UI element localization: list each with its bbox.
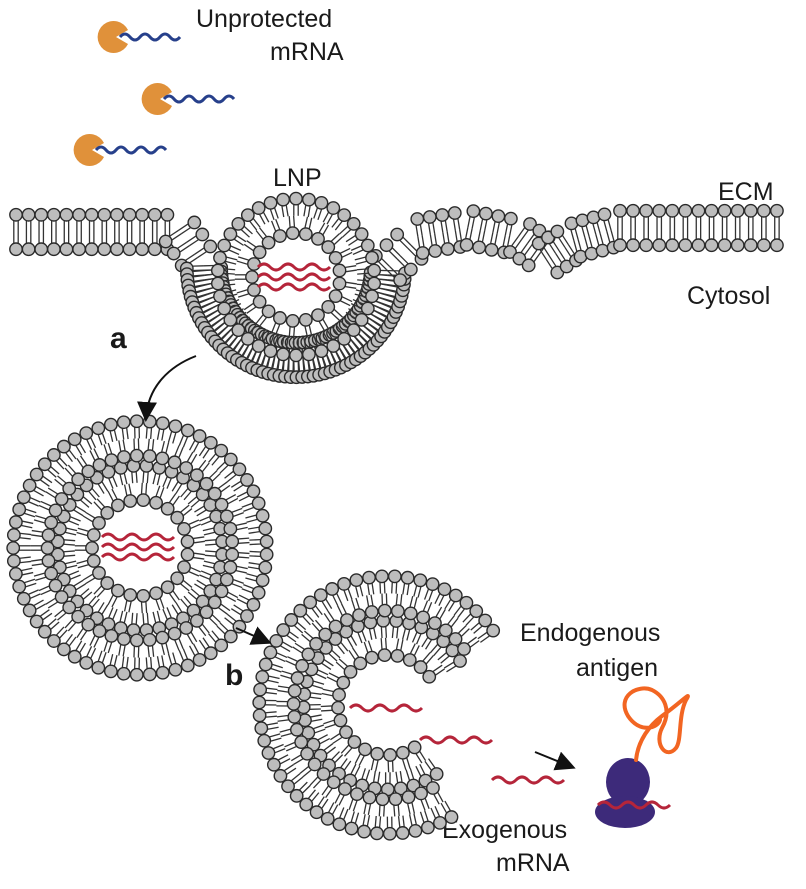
lnp-vesicle — [210, 191, 382, 363]
mrna-strand-icon — [418, 735, 494, 745]
arrow-icon — [137, 355, 197, 422]
unprotected-mrna-group — [73, 21, 236, 166]
mrna-strand-icon — [596, 800, 672, 810]
step-b-label: b — [225, 659, 243, 692]
mrna-strand-icon — [348, 703, 424, 713]
endosome-vesicle — [6, 414, 274, 682]
escaping-endosome — [252, 569, 501, 841]
antigen-coil-icon — [622, 686, 690, 762]
nuclease-icon — [73, 134, 104, 166]
plasma-membrane — [9, 203, 784, 385]
mrna-strand-icon — [118, 32, 182, 42]
nuclease-icon — [97, 21, 128, 53]
released-mrna — [348, 703, 566, 785]
cytosol-label: Cytosol — [687, 282, 770, 310]
unprotected-mrna-label-2: mRNA — [270, 38, 344, 66]
mrna-strand-icon — [256, 262, 332, 272]
mrna-strand-icon — [256, 272, 332, 282]
exogenous-mrna-label-2: mRNA — [496, 849, 570, 877]
ribosome-icon — [595, 758, 655, 828]
endosome-mrna-cargo — [100, 532, 176, 562]
mrna-strand-icon — [256, 282, 332, 292]
arrow-icon — [235, 626, 272, 645]
arrow-icon — [534, 751, 576, 771]
mrna-strand-icon — [100, 532, 176, 542]
ecm-label: ECM — [718, 178, 774, 206]
mrna-strand-icon — [100, 542, 176, 552]
endogenous-antigen-label-2: antigen — [576, 654, 658, 682]
mrna-strand-icon — [94, 145, 168, 155]
endogenous-antigen-label-1: Endogenous — [520, 619, 660, 647]
nuclease-icon — [141, 83, 172, 115]
lnp-mrna-cargo — [256, 262, 332, 292]
step-a-label: a — [110, 322, 127, 355]
unprotected-mrna-label-1: Unprotected — [196, 5, 332, 33]
mrna-strand-icon — [490, 775, 566, 785]
exogenous-mrna-label-1: Exogenous — [442, 816, 567, 844]
mrna-strand-icon — [162, 94, 236, 104]
lnp-label: LNP — [273, 164, 322, 192]
mrna-strand-icon — [100, 552, 176, 562]
